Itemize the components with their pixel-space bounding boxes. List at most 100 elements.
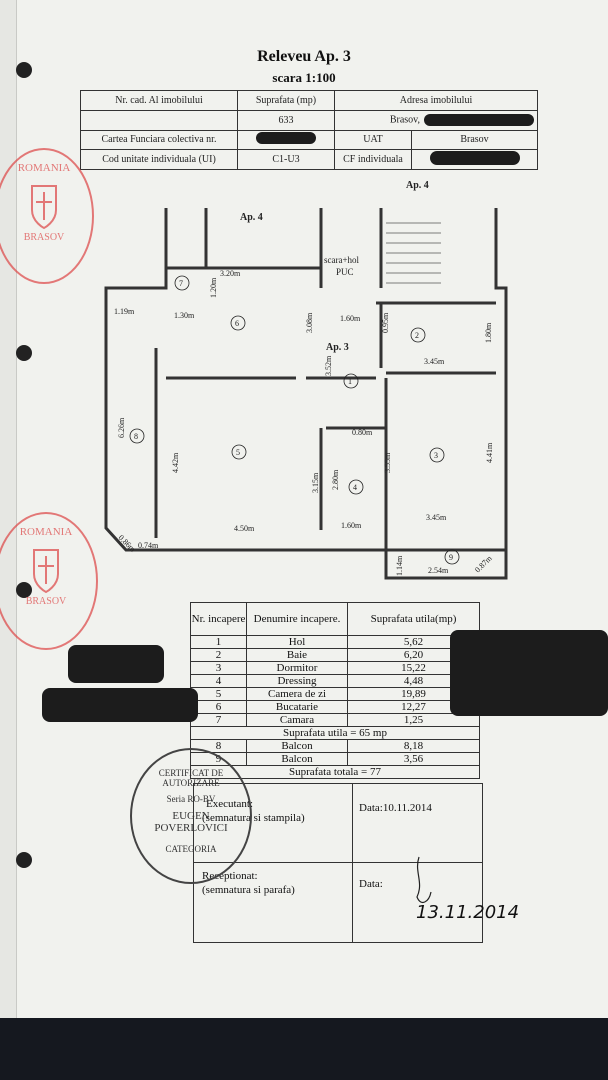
document-title: Releveu Ap. 3 <box>257 48 351 65</box>
hdr-ui: Cod unitate individuala (UI) <box>80 149 238 170</box>
dim-label: 0.80m <box>352 428 373 437</box>
hdr-surface: Suprafata (mp) <box>237 90 335 111</box>
binder-hole <box>16 345 32 361</box>
room-number: 8 <box>134 432 138 441</box>
cell-nr: 7 <box>190 713 247 727</box>
header-table: Nr. cad. Al imobilului Suprafata (mp) Ad… <box>80 90 538 170</box>
room-number: 1 <box>348 377 352 386</box>
stamp-text: BRASOV <box>25 596 67 607</box>
hdr-cad: Nr. cad. Al imobilului <box>80 90 238 111</box>
notary-stamp: ROMANIA BRASOV <box>0 148 94 284</box>
receptionat-date: Data: <box>359 878 383 890</box>
stamp-text: POVERLOVICI <box>154 822 228 834</box>
binder-hole <box>16 62 32 78</box>
dim-label: 4.50m <box>234 524 255 533</box>
document-scale: scara 1:100 <box>272 70 336 85</box>
dim-label: 3.15m <box>311 472 320 493</box>
floor-plan: Ap. 4 Ap. 4 Ap. 3 scara+hol PUC 3.20m 1.… <box>104 180 508 580</box>
coat-of-arms-icon <box>33 549 59 594</box>
cell-nr: 3 <box>190 661 247 675</box>
dim-label: 3.08m <box>305 312 314 333</box>
hdr-surface-value: 633 <box>237 109 335 131</box>
stamp-text: EUGEN <box>172 810 210 822</box>
dim-label: 0.95m <box>381 312 390 333</box>
binder-hole <box>16 852 32 868</box>
hdr-cf: Cartea Funciara colectiva nr. <box>80 129 238 151</box>
redaction <box>429 151 520 166</box>
stamp-text: CERTIFICAT DE AUTORIZARE <box>158 768 224 788</box>
dim-label: 4.42m <box>171 452 180 473</box>
dim-label: 2.54m <box>428 566 449 575</box>
cell-nr: 6 <box>190 700 247 714</box>
dim-label: 1.60m <box>341 521 362 530</box>
cell-name: Balcon <box>246 739 348 753</box>
cell-nr: 1 <box>190 635 247 649</box>
hdr-address-value: Brasov, <box>334 109 538 131</box>
redaction <box>450 630 608 716</box>
cell-area: 8,18 <box>347 739 480 753</box>
dim-label: 0.87m <box>473 553 494 574</box>
hdr-uat: UAT <box>334 129 412 151</box>
room-number: 3 <box>434 451 438 460</box>
cell-name: Balcon <box>246 752 348 766</box>
handwritten-date: 13.11.2014 <box>416 902 520 923</box>
cell-nr: 4 <box>190 674 247 688</box>
cell-name: Baie <box>246 648 348 662</box>
cell-nr: 2 <box>190 648 247 662</box>
hdr-ui-value: C1-U3 <box>237 149 335 170</box>
dim-label: 1.60m <box>340 314 361 323</box>
dim-label: 3.52m <box>324 355 333 376</box>
document-sheet: Releveu Ap. 3 scara 1:100 Nr. cad. Al im… <box>0 0 608 1018</box>
redaction <box>256 132 316 145</box>
plan-label-puc: PUC <box>336 267 354 277</box>
room-number: 9 <box>449 553 453 562</box>
stamp-text: CATEGORIA <box>165 844 217 854</box>
plan-label-ap4-left: Ap. 4 <box>240 212 263 223</box>
stamp-text: Seria RO-BV <box>166 794 216 804</box>
dim-label: 1.80m <box>484 322 493 343</box>
room-number: 4 <box>353 483 357 492</box>
room-number: 7 <box>179 279 183 288</box>
room-number: 6 <box>235 319 239 328</box>
cell-nr: 5 <box>190 687 247 701</box>
dim-label: 6.26m <box>117 417 126 438</box>
cell-area: 3,56 <box>347 752 480 766</box>
dim-label: 0.74m <box>138 541 159 550</box>
hdr-uat-value: Brasov <box>411 129 538 151</box>
coat-of-arms-icon <box>31 185 57 230</box>
hdr-cf-value <box>237 129 335 151</box>
dim-label: 3.45m <box>426 513 447 522</box>
receptionat-sub: (semnatura si parafa) <box>202 884 295 896</box>
dim-label: 3.55m <box>383 452 392 473</box>
dim-label: 4.41m <box>485 442 494 463</box>
grand-total: Suprafata totala = 77 <box>190 765 480 779</box>
stamp-text: BRASOV <box>23 232 65 243</box>
plan-label-ap4-right: Ap. 4 <box>406 180 429 191</box>
dim-label: 3.45m <box>424 357 445 366</box>
useful-total: Suprafata utila = 65 mp <box>190 726 480 740</box>
dim-label: 1.14m <box>395 555 404 576</box>
room-number: 5 <box>236 448 240 457</box>
cell-name: Dormitor <box>246 661 348 675</box>
stamp-text: ROMANIA <box>19 526 73 538</box>
authorization-stamp: CERTIFICAT DE AUTORIZARE Seria RO-BV EUG… <box>130 748 252 884</box>
dim-label: 1.30m <box>174 311 195 320</box>
cell-name: Dressing <box>246 674 348 688</box>
dim-label: 1.20m <box>209 277 218 298</box>
handwritten-signature <box>416 856 432 904</box>
hdr-cf-ind: CF individuala <box>334 149 412 170</box>
cell-name: Camara <box>246 713 348 727</box>
redaction <box>424 114 534 127</box>
dim-label: 3.20m <box>220 269 241 278</box>
col-head-name: Denumire incapere. <box>246 602 348 636</box>
notary-stamp: ROMANIA BRASOV <box>0 512 98 650</box>
room-number: 2 <box>415 331 419 340</box>
redaction <box>68 645 164 683</box>
dim-label: 1.19m <box>114 307 135 316</box>
